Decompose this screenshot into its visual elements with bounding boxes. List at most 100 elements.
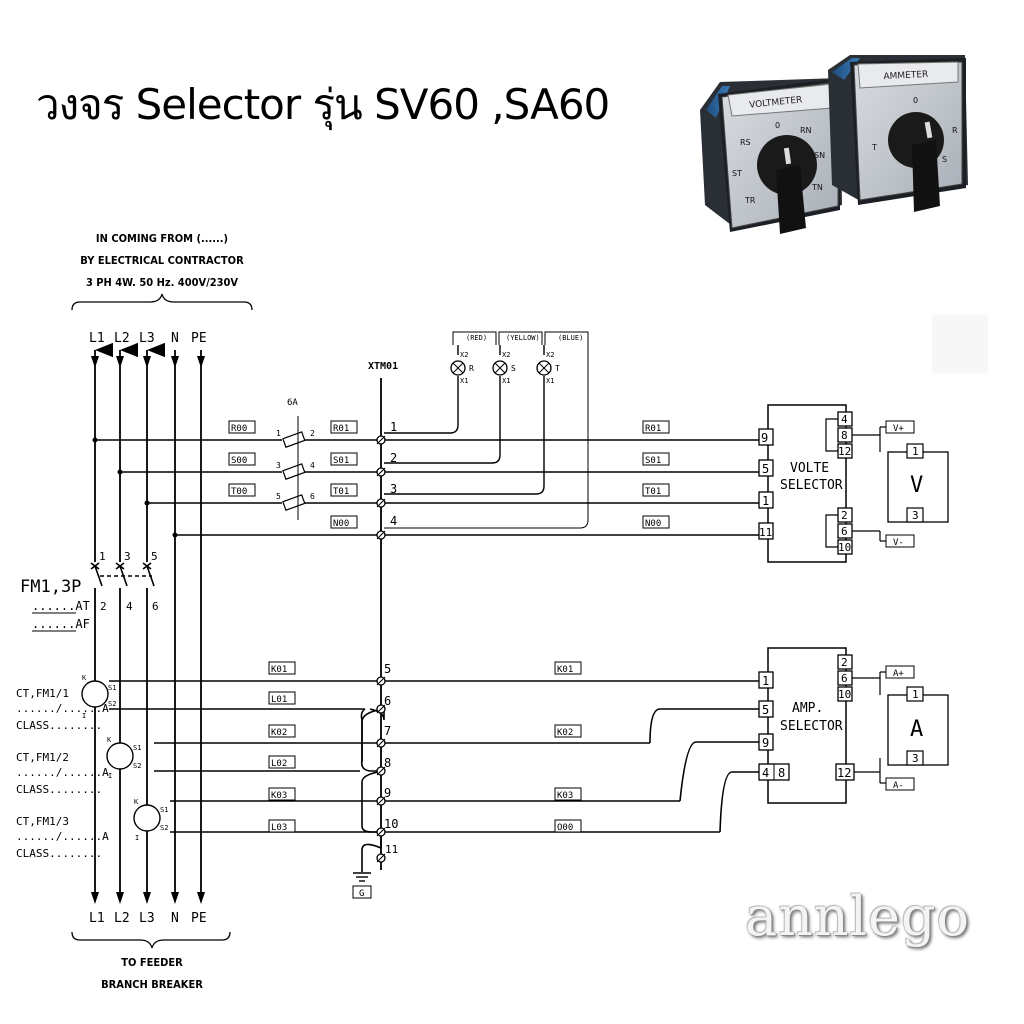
breaker-pole-5: 5	[151, 550, 158, 563]
terminal-5: 5	[384, 662, 391, 676]
terminal-7: 7	[384, 724, 391, 738]
voltmeter-pin-1: 1	[912, 445, 919, 458]
volt-pin-1: 1	[762, 494, 769, 508]
wire-label-r01-right: R01	[645, 424, 661, 434]
ground-label: G	[359, 889, 364, 899]
wire-label-o00: O00	[557, 823, 573, 833]
outgoing-line-2: BRANCH BREAKER	[101, 978, 203, 991]
breaker-name: FM1,3P	[20, 577, 81, 597]
ct1-s1: S1	[108, 684, 116, 692]
lamp-s-letter: S	[511, 364, 516, 373]
bus-labels-top: L1 L2 L3 N PE	[89, 331, 207, 346]
amp-pin-12: 12	[837, 766, 851, 780]
lamp-t-x1: X1	[546, 377, 554, 385]
lamp-t-x2: X2	[546, 351, 554, 359]
amp-pin-2: 2	[841, 656, 848, 669]
page-title: วงจร Selector รุ่น SV60 ,SA60	[36, 80, 610, 129]
lamp-color-yellow: (YELLOW)	[506, 334, 540, 342]
ct2-s2: S2	[133, 762, 141, 770]
wire-label-s01-mid: S01	[333, 456, 349, 466]
volt-selector-label-2: SELECTOR	[780, 478, 843, 493]
wire-label-n00-mid: N00	[333, 519, 349, 529]
wire-label-l03: L03	[271, 823, 287, 833]
voltmeter: 1 3 V V+ V-	[879, 420, 949, 548]
wire-label-t01-mid: T01	[333, 487, 349, 497]
lamp-t: X2 X1 T	[536, 351, 560, 385]
terminal-nodes: 1 2 3 4 5 6 7 8 9 10 11	[376, 420, 398, 863]
breaker-pole-6: 6	[152, 600, 159, 613]
incoming-line-3: 3 PH 4W. 50 Hz. 400V/230V	[86, 276, 238, 289]
fuse-in-1: 1	[276, 429, 281, 438]
terminal-10: 10	[384, 817, 398, 831]
lamp-s: X2 X1 S	[492, 351, 516, 385]
ct2-i: I	[108, 772, 112, 780]
bus-label-n-top: N	[171, 331, 179, 346]
terminal-4: 4	[390, 514, 397, 528]
bus-label-l2-bottom: L2	[114, 911, 130, 926]
voltmeter-mark-rs: RS	[740, 138, 751, 147]
voltmeter-mark-sn: SN	[814, 151, 825, 160]
volt-pin-2: 2	[841, 509, 848, 522]
ct2-ratio: ....../......A	[16, 766, 109, 779]
wire-label-t00: T00	[231, 487, 247, 497]
bus-label-l1-bottom: L1	[89, 911, 105, 926]
wire-label-l02: L02	[271, 759, 287, 769]
ct1-s2: S2	[108, 700, 116, 708]
ammeter-minus: A-	[893, 781, 904, 791]
incoming-line-2: BY ELECTRICAL CONTRACTOR	[80, 254, 244, 267]
ct1-ratio: ....../......A	[16, 702, 109, 715]
bus-label-l1-top: L1	[89, 331, 105, 346]
ammeter-switch-image: AMMETER 0 R S T	[828, 55, 968, 212]
pilot-lamps: (RED) (YELLOW) (BLUE) X2 X1 R X2 X1 S X2…	[384, 331, 589, 529]
terminal-1: 1	[390, 420, 397, 434]
lamp-color-red: (RED)	[466, 334, 487, 342]
voltmeter-mark-st: ST	[732, 169, 742, 178]
ammeter-mark-s: S	[942, 155, 947, 164]
fuses: 6A 1 3 5 2 4 6	[276, 398, 315, 511]
amp-pin-8: 8	[778, 766, 785, 780]
ct3-s2: S2	[160, 824, 168, 832]
terminal-3: 3	[390, 482, 397, 496]
breaker-af: ......AF	[32, 617, 90, 631]
ammeter-mark-0: 0	[913, 96, 918, 105]
bus-label-l3-bottom: L3	[139, 911, 155, 926]
amp-pin-6: 6	[841, 672, 848, 685]
watermark: annlego	[745, 885, 971, 948]
breaker-pole-3: 3	[124, 550, 131, 563]
fuse-out-6: 6	[310, 492, 315, 501]
amp-pin-1: 1	[762, 674, 769, 688]
outgoing-line-1: TO FEEDER	[121, 956, 183, 969]
wire-labels: R00 S00 T00 R01 S01 T01 N00 R01 S01 T01 …	[228, 420, 670, 833]
current-transformers: K I S1 S2 K I S1 S2 K I S1 S2 CT,FM1/1 .…	[16, 674, 168, 860]
ct3-ratio: ....../......A	[16, 830, 109, 843]
ammeter-pin-3: 3	[912, 752, 919, 765]
voltmeter-pin-3: 3	[912, 509, 919, 522]
ammeter-mark-r: R	[952, 126, 958, 135]
incoming-supply-note: IN COMING FROM (......) BY ELECTRICAL CO…	[71, 232, 253, 311]
outgoing-note: TO FEEDER BRANCH BREAKER	[71, 931, 231, 991]
fuse-rating: 6A	[287, 398, 298, 408]
lamp-r-x2: X2	[460, 351, 468, 359]
terminal-11: 11	[385, 843, 398, 856]
wire-label-k03-left: K03	[271, 791, 287, 801]
wire-label-r01-mid: R01	[333, 424, 349, 434]
fuse-in-5: 5	[276, 492, 281, 501]
ct3-s1: S1	[160, 806, 168, 814]
ct1-class: CLASS........	[16, 719, 102, 732]
volt-pin-8: 8	[841, 429, 848, 442]
amp-selector-label-2: SELECTOR	[780, 719, 843, 734]
terminal-6: 6	[384, 694, 391, 708]
fuse-out-2: 2	[310, 429, 315, 438]
image-artifact-box	[932, 315, 988, 373]
lamp-color-blue: (BLUE)	[558, 334, 583, 342]
wire-label-k02-right: K02	[557, 728, 573, 738]
voltmeter-minus: V-	[893, 538, 904, 548]
terminal-8: 8	[384, 756, 391, 770]
terminal-9: 9	[384, 786, 391, 800]
wire-label-s00: S00	[231, 456, 247, 466]
breaker-pole-1: 1	[99, 550, 106, 563]
amp-selector-label-1: AMP.	[792, 701, 823, 716]
selector-switch-photo: VOLTMETER 0 RS RN ST SN TR TN AMMETER 0 …	[700, 55, 988, 373]
fuse-out-4: 4	[310, 461, 315, 470]
ct2-s1: S1	[133, 744, 141, 752]
